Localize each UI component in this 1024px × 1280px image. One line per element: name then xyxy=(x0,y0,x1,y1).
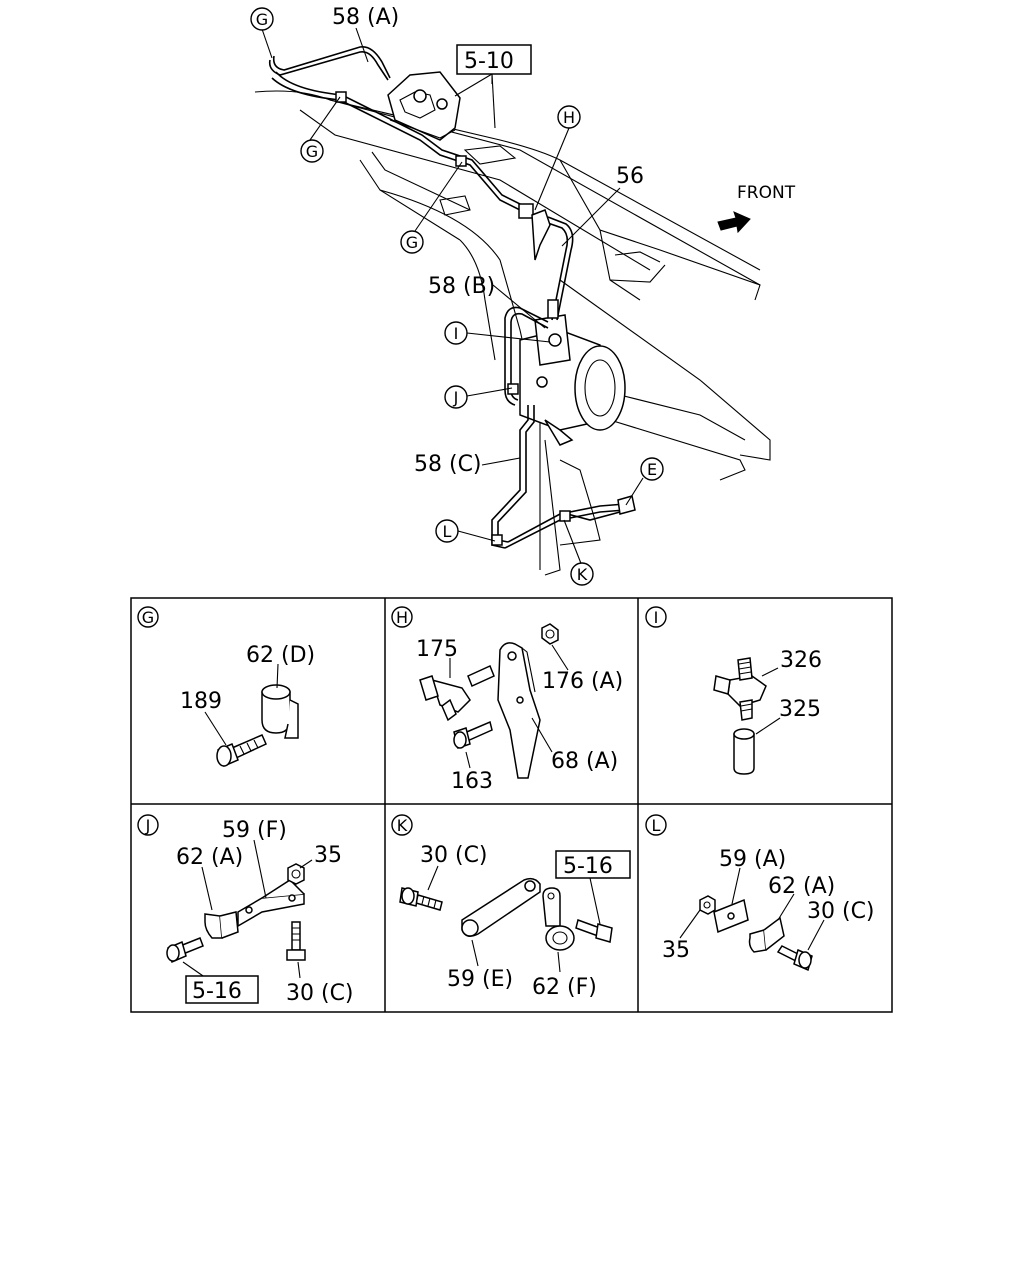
bolt-30c-k-icon xyxy=(399,887,443,911)
label-35-j: 35 xyxy=(314,843,342,868)
svg-text:H: H xyxy=(563,108,575,127)
label-68a: 68 (A) xyxy=(551,749,618,774)
tee-326-icon xyxy=(713,657,767,721)
ref-box-5-16-j: 5-16 xyxy=(185,975,259,1004)
fitting-175-icon xyxy=(419,664,495,722)
label-30c-j: 30 (C) xyxy=(286,981,354,1006)
detail-g: G 62 (D) 189 xyxy=(137,606,315,767)
booster-unit xyxy=(519,314,626,446)
callout-j: J xyxy=(444,385,468,409)
label-189: 189 xyxy=(180,689,222,714)
label-175: 175 xyxy=(416,637,458,662)
front-indicator: FRONT xyxy=(717,183,796,234)
label-30c-k: 30 (C) xyxy=(420,843,488,868)
label-35-l: 35 xyxy=(662,938,690,963)
plate-59e-icon xyxy=(461,877,541,937)
detail-k-letter: K xyxy=(397,816,408,835)
svg-text:G: G xyxy=(306,142,318,161)
frame-rail-lower xyxy=(379,189,771,576)
svg-text:G: G xyxy=(256,10,268,29)
svg-text:G: G xyxy=(406,233,418,252)
detail-k: K 30 (C) 5-16 59 xyxy=(391,814,631,1000)
label-59a: 59 (A) xyxy=(719,847,786,872)
label-326: 326 xyxy=(780,648,822,673)
callout-g-low: G xyxy=(400,230,424,254)
nut-176a-icon xyxy=(541,623,559,645)
bolt-30c-j-icon xyxy=(286,921,306,961)
detail-h-letter: H xyxy=(396,608,408,627)
svg-text:J: J xyxy=(453,388,459,407)
clip-62d-icon xyxy=(261,684,299,739)
svg-text:5-16: 5-16 xyxy=(563,854,613,879)
frame-rail-upper xyxy=(254,90,761,301)
label-62a-l: 62 (A) xyxy=(768,874,835,899)
sleeve-325-icon xyxy=(733,728,755,775)
label-176a: 176 (A) xyxy=(542,669,623,694)
plate-59f-icon xyxy=(237,879,305,928)
label-325: 325 xyxy=(779,697,821,722)
bolt-j-left-icon xyxy=(166,937,204,964)
label-62f: 62 (F) xyxy=(532,975,597,1000)
svg-text:K: K xyxy=(577,565,588,584)
label-pipe-58b: 58 (B) xyxy=(428,274,495,299)
label-163: 163 xyxy=(451,769,493,794)
detail-i-letter: I xyxy=(654,608,659,627)
clip-62a-l-icon xyxy=(748,916,785,953)
main-assembly-view: 58 (A) 56 58 (B) 58 (C) 5-10 FRONT G G G xyxy=(250,5,796,586)
label-pipe-56: 56 xyxy=(616,164,644,189)
detail-h: H 175 176 (A) 68 (A) 163 xyxy=(391,606,623,794)
callout-h: H xyxy=(557,105,581,129)
label-62a-j: 62 (A) xyxy=(176,845,243,870)
detail-l-letter: L xyxy=(652,816,661,835)
clip-62a-icon xyxy=(204,911,239,939)
bracket-68a-icon xyxy=(497,642,541,779)
bolt-189-icon xyxy=(216,734,267,767)
detail-l: L 59 (A) 62 (A) 30 (C) 35 xyxy=(645,814,875,972)
valve-unit-top xyxy=(387,71,461,141)
label-pipe-58c: 58 (C) xyxy=(414,452,482,477)
callout-g-mid: G xyxy=(300,139,324,163)
detail-i: I 326 325 xyxy=(645,606,822,775)
leader-lines xyxy=(261,27,644,567)
svg-text:L: L xyxy=(443,522,452,541)
pipe-clips xyxy=(335,91,636,546)
ref-box-5-16-k: 5-16 xyxy=(555,850,631,879)
bolt-163-icon xyxy=(453,720,493,749)
callout-i: I xyxy=(444,321,468,345)
plate-59a-icon xyxy=(713,898,749,934)
detail-j-letter: J xyxy=(145,816,151,835)
clip-62f-icon xyxy=(542,887,575,951)
nut-35-icon xyxy=(287,863,305,885)
detail-j: J 59 (F) 62 (A) xyxy=(137,814,354,1006)
svg-text:5-16: 5-16 xyxy=(192,979,242,1004)
svg-text:E: E xyxy=(647,460,657,479)
ref-box-5-10: 5-10 xyxy=(456,44,532,75)
bolt-k-right-icon xyxy=(575,919,613,943)
callout-l: L xyxy=(435,519,459,543)
front-arrow-icon xyxy=(717,211,751,234)
detail-g-letter: G xyxy=(142,608,154,627)
front-label: FRONT xyxy=(737,183,796,203)
label-30c-l: 30 (C) xyxy=(807,899,875,924)
callout-e: E xyxy=(640,457,664,481)
svg-text:I: I xyxy=(454,324,459,343)
svg-text:5-10: 5-10 xyxy=(464,49,514,74)
label-59e: 59 (E) xyxy=(447,967,513,992)
label-pipe-58a: 58 (A) xyxy=(332,5,399,30)
nut-35-l-icon xyxy=(699,895,716,915)
callout-k: K xyxy=(570,562,594,586)
callout-g-top: G xyxy=(250,7,274,31)
label-62d: 62 (D) xyxy=(246,643,315,668)
label-59f: 59 (F) xyxy=(222,818,287,843)
detail-grid xyxy=(130,597,893,1013)
bolt-30c-l-icon xyxy=(776,945,813,972)
